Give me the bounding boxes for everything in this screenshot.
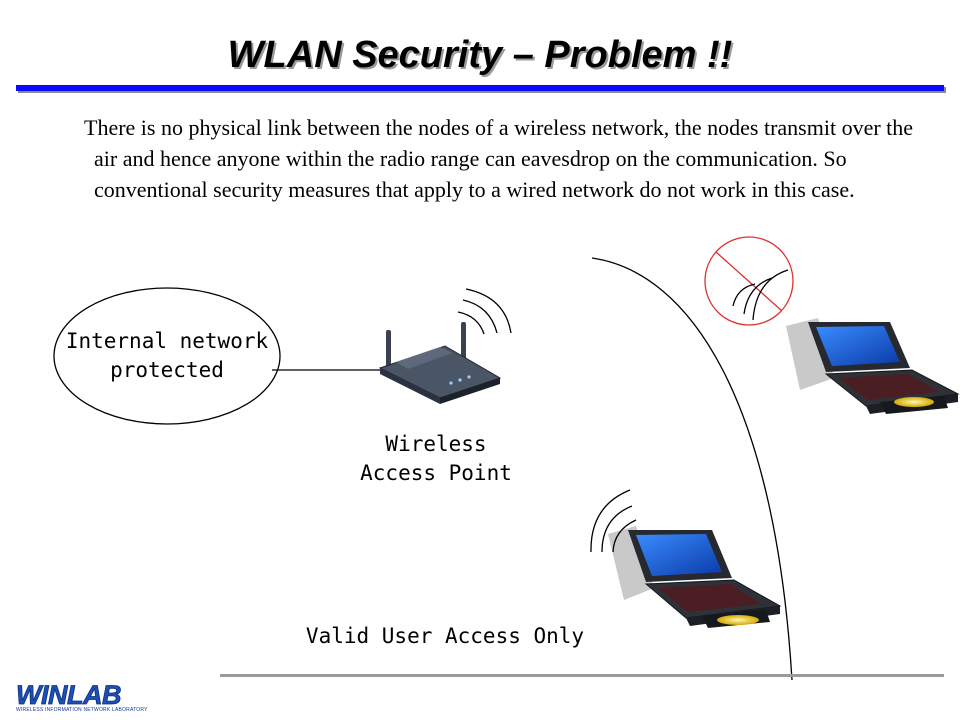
valid-user-label: Valid User Access Only (305, 624, 585, 648)
winlab-logo-text: WINLAB (16, 680, 121, 710)
valid-user-signal-icon (590, 489, 637, 553)
footer-divider (220, 674, 944, 677)
eavesdropper-laptop (786, 318, 960, 414)
winlab-logo: WINLAB (14, 680, 164, 710)
radio-range-boundary (591, 257, 793, 681)
internal-network-boundary (53, 287, 281, 425)
access-point-signal-icon (457, 288, 512, 335)
access-point-device (378, 322, 502, 404)
access-point-label: Wireless Access Point (360, 432, 512, 485)
slide-title: WLAN Security – Problem !! (227, 34, 733, 76)
slide-body-text: There is no physical link between the no… (84, 115, 914, 202)
title-divider (16, 85, 944, 91)
winlab-logo-subtitle: WIRELESS INFORMATION NETWORK LABORATORY (16, 707, 148, 713)
internal-network-label: Internal network protected (65, 329, 269, 382)
valid-user-laptop (608, 526, 782, 628)
blocked-signal-icon (704, 236, 794, 326)
